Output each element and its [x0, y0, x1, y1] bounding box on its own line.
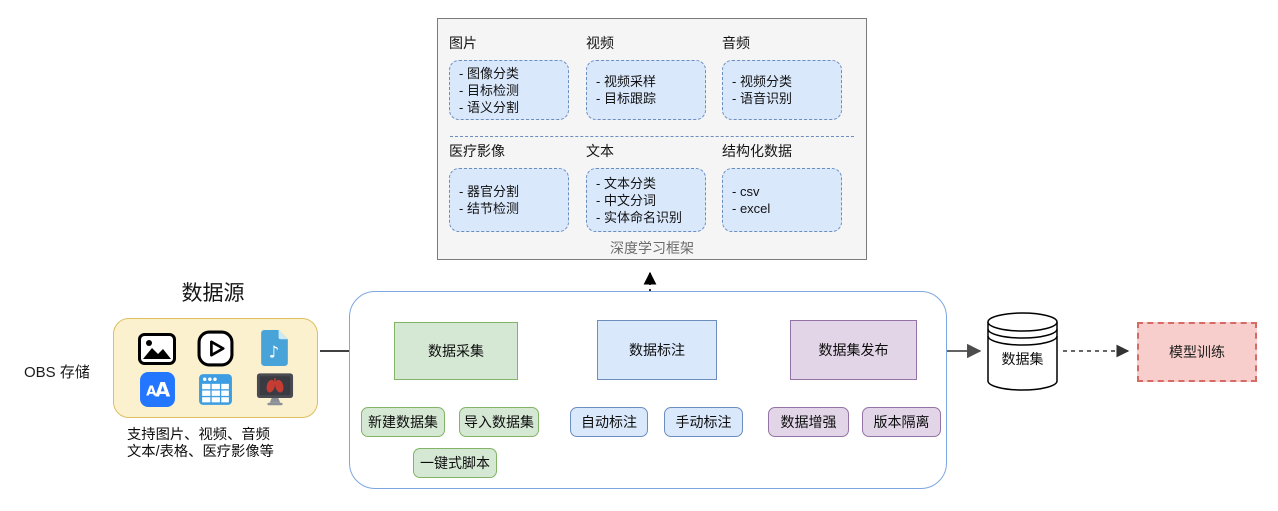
tag-data-augmentation: 数据增强 [768, 407, 849, 437]
group-task-box: - csv - excel [722, 168, 842, 232]
tag-one-click-script: 一键式脚本 [413, 448, 497, 478]
framework-group-medical: 医疗影像 - 器官分割 - 结节检测 [449, 141, 569, 232]
dataset-label: 数据集 [1001, 351, 1044, 367]
group-label: 医疗影像 [449, 143, 505, 159]
tag-auto-annotation: 自动标注 [570, 407, 648, 437]
framework-group-video: 视频 - 视频采样 - 目标跟踪 [586, 33, 706, 120]
task-item: - csv [732, 184, 760, 199]
tag-label: 版本隔离 [873, 414, 930, 430]
framework-group-text: 文本 - 文本分类 - 中文分词 - 实体命名识别 [586, 141, 706, 232]
video-play-icon [197, 330, 235, 368]
framework-group-image: 图片 - 图像分类 - 目标检测 - 语义分割 [449, 33, 569, 120]
source-icon-grid: ♪ A A [128, 328, 304, 410]
group-label: 结构化数据 [722, 143, 792, 159]
medical-monitor-icon [256, 371, 294, 409]
image-icon [138, 330, 177, 368]
task-item: - 中文分词 [596, 192, 656, 208]
tag-label: 数据增强 [780, 414, 837, 430]
framework-group-structured: 结构化数据 - csv - excel [722, 141, 842, 232]
group-label: 图片 [449, 35, 477, 51]
task-item: - 器官分割 [459, 184, 519, 199]
framework-row-separator [450, 136, 854, 137]
obs-storage-label: OBS 存储 [24, 364, 90, 381]
task-item: - 语音识别 [732, 91, 792, 106]
framework-panel: 图片 - 图像分类 - 目标检测 - 语义分割 视频 - 视频采样 - 目标跟踪… [437, 18, 867, 260]
tag-label: 自动标注 [581, 414, 637, 430]
framework-caption: 深度学习框架 [610, 240, 694, 256]
task-item: - 文本分类 [596, 175, 656, 191]
task-item: - 结节检测 [459, 201, 519, 216]
task-item: - 目标跟踪 [596, 91, 656, 106]
group-task-box: - 器官分割 - 结节检测 [449, 168, 569, 232]
svg-text:A: A [155, 379, 171, 402]
stage-data-annotation: 数据标注 [597, 320, 717, 380]
source-caption-line1: 支持图片、视频、音频 [127, 427, 270, 443]
group-label: 音频 [722, 35, 750, 51]
group-task-box: - 视频采样 - 目标跟踪 [586, 60, 706, 120]
task-item: - 视频采样 [596, 74, 656, 89]
source-caption: 支持图片、视频、音频 文本/表格、医疗影像等 [127, 427, 274, 461]
task-item: - 视频分类 [732, 74, 792, 89]
source-caption-line2: 文本/表格、医疗影像等 [127, 444, 274, 460]
group-label: 文本 [586, 143, 614, 159]
model-training-box: 模型训练 [1137, 322, 1257, 382]
svg-text:A: A [146, 385, 157, 400]
group-task-box: - 文本分类 - 中文分词 - 实体命名识别 [586, 168, 706, 232]
source-box: ♪ A A [113, 318, 318, 418]
stage-label: 数据集发布 [818, 342, 889, 358]
audio-file-icon: ♪ [256, 330, 294, 368]
tag-manual-annotation: 手动标注 [664, 407, 743, 437]
task-item: - 目标检测 [459, 82, 519, 98]
task-item: - 语义分割 [459, 99, 519, 115]
stage-dataset-publish: 数据集发布 [790, 320, 917, 380]
task-item: - 实体命名识别 [596, 209, 682, 225]
svg-text:♪: ♪ [269, 343, 279, 362]
stage-label: 数据采集 [428, 343, 484, 359]
tag-import-dataset: 导入数据集 [459, 407, 539, 437]
task-item: - 图像分类 [459, 65, 519, 81]
stage-data-capture: 数据采集 [394, 322, 518, 380]
group-label: 视频 [586, 35, 614, 51]
model-training-label: 模型训练 [1169, 344, 1225, 360]
table-icon [197, 371, 235, 409]
tag-new-dataset: 新建数据集 [361, 407, 445, 437]
group-task-box: - 图像分类 - 目标检测 - 语义分割 [449, 60, 569, 120]
group-task-box: - 视频分类 - 语音识别 [722, 60, 842, 120]
framework-group-audio: 音频 - 视频分类 - 语音识别 [722, 33, 842, 120]
tag-label: 导入数据集 [464, 414, 534, 430]
tag-label: 一键式脚本 [420, 455, 490, 471]
task-item: - excel [732, 201, 771, 216]
tag-label: 新建数据集 [368, 414, 438, 430]
tag-version-isolation: 版本隔离 [862, 407, 941, 437]
source-title: 数据源 [181, 282, 245, 305]
tag-label: 手动标注 [675, 414, 732, 430]
text-aa-icon: A A [138, 371, 176, 409]
stage-label: 数据标注 [629, 342, 685, 358]
